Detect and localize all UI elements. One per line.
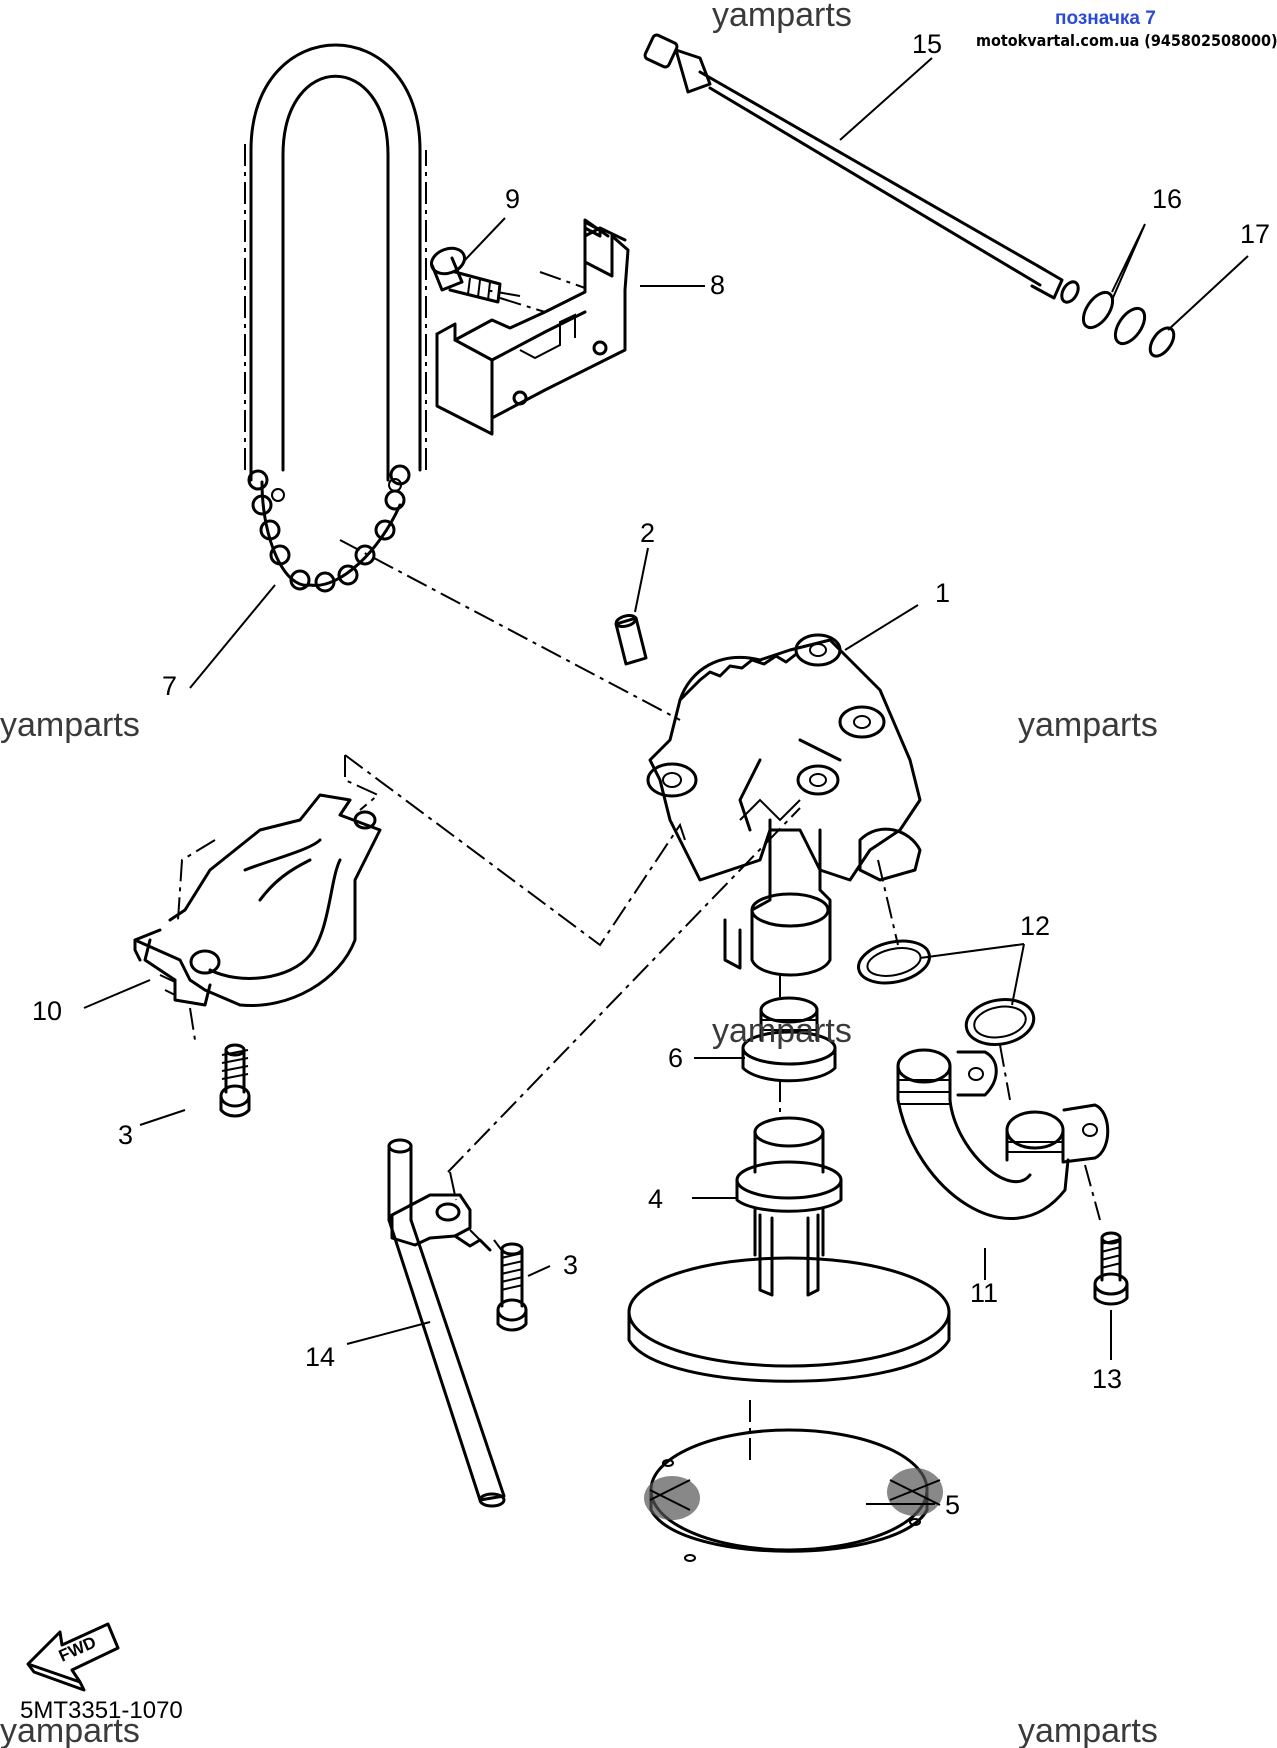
- bolt-9-part: [430, 246, 502, 304]
- pipe-14-part: [387, 1138, 506, 1508]
- callout-1: 1: [935, 578, 950, 608]
- callout-12: 12: [1020, 911, 1050, 941]
- forward-arrow-icon: FWD: [26, 1622, 120, 1692]
- callout-6: 6: [668, 1043, 683, 1073]
- callout-3a: 3: [118, 1120, 133, 1150]
- callout-11: 11: [970, 1278, 998, 1308]
- site-label: motokvartal.com.ua (945802508000): [976, 31, 1277, 50]
- callout-10: 10: [32, 996, 62, 1026]
- callout-5: 5: [945, 1490, 960, 1520]
- callout-7: 7: [162, 671, 177, 701]
- watermark-top: yamparts: [712, 0, 852, 34]
- callout-4: 4: [648, 1184, 663, 1214]
- callout-17: 17: [1240, 219, 1270, 249]
- oil-pump-part: [646, 633, 922, 977]
- watermark-bottom-left: yamparts: [0, 1712, 140, 1748]
- drive-chain-part: [244, 43, 427, 593]
- u-oil-pipe-part: [896, 1048, 1110, 1220]
- diagram-label: позначка 7: [1055, 8, 1156, 29]
- watermark-right: yamparts: [1018, 706, 1158, 744]
- watermark-left: yamparts: [0, 706, 140, 744]
- alignment-lines: [177, 271, 1101, 1460]
- chain-guide-part: [435, 218, 630, 436]
- callout-13: 13: [1092, 1364, 1122, 1394]
- watermark-bottom-right: yamparts: [1018, 1712, 1158, 1748]
- callout-3b: 3: [563, 1250, 578, 1280]
- callout-14: 14: [305, 1342, 335, 1372]
- oil-pipe-part: [643, 33, 1080, 304]
- diagram-code: 5MT3351-1070: [20, 1697, 183, 1724]
- bolt-3b-part: [496, 1242, 528, 1332]
- pipe-gaskets-part: [857, 939, 1036, 1046]
- leader-lines: [83, 57, 1249, 1505]
- dowel-pin-part: [614, 614, 648, 666]
- stiffener-bracket-part: [133, 793, 382, 1008]
- callout-16: 16: [1152, 184, 1182, 214]
- strainer-screen-part: [644, 1428, 943, 1562]
- bolt-3a-part: [219, 1043, 251, 1118]
- o-rings-part: [1081, 290, 1176, 358]
- oil-strainer-part: [627, 1116, 951, 1383]
- callout-numbers: 1 2 3 3 4 5 6 7 8 9 10 11 12 13 14 15 16…: [32, 29, 1270, 1520]
- callout-2: 2: [640, 518, 655, 548]
- callout-8: 8: [710, 270, 725, 300]
- watermarks: yamparts yamparts yamparts yamparts yamp…: [0, 0, 1158, 1748]
- callout-9: 9: [505, 184, 520, 214]
- bolt-13-part: [1093, 1231, 1129, 1306]
- watermark-center: yamparts: [712, 1012, 852, 1050]
- relief-valve-part: [741, 996, 837, 1083]
- callout-15: 15: [912, 29, 942, 59]
